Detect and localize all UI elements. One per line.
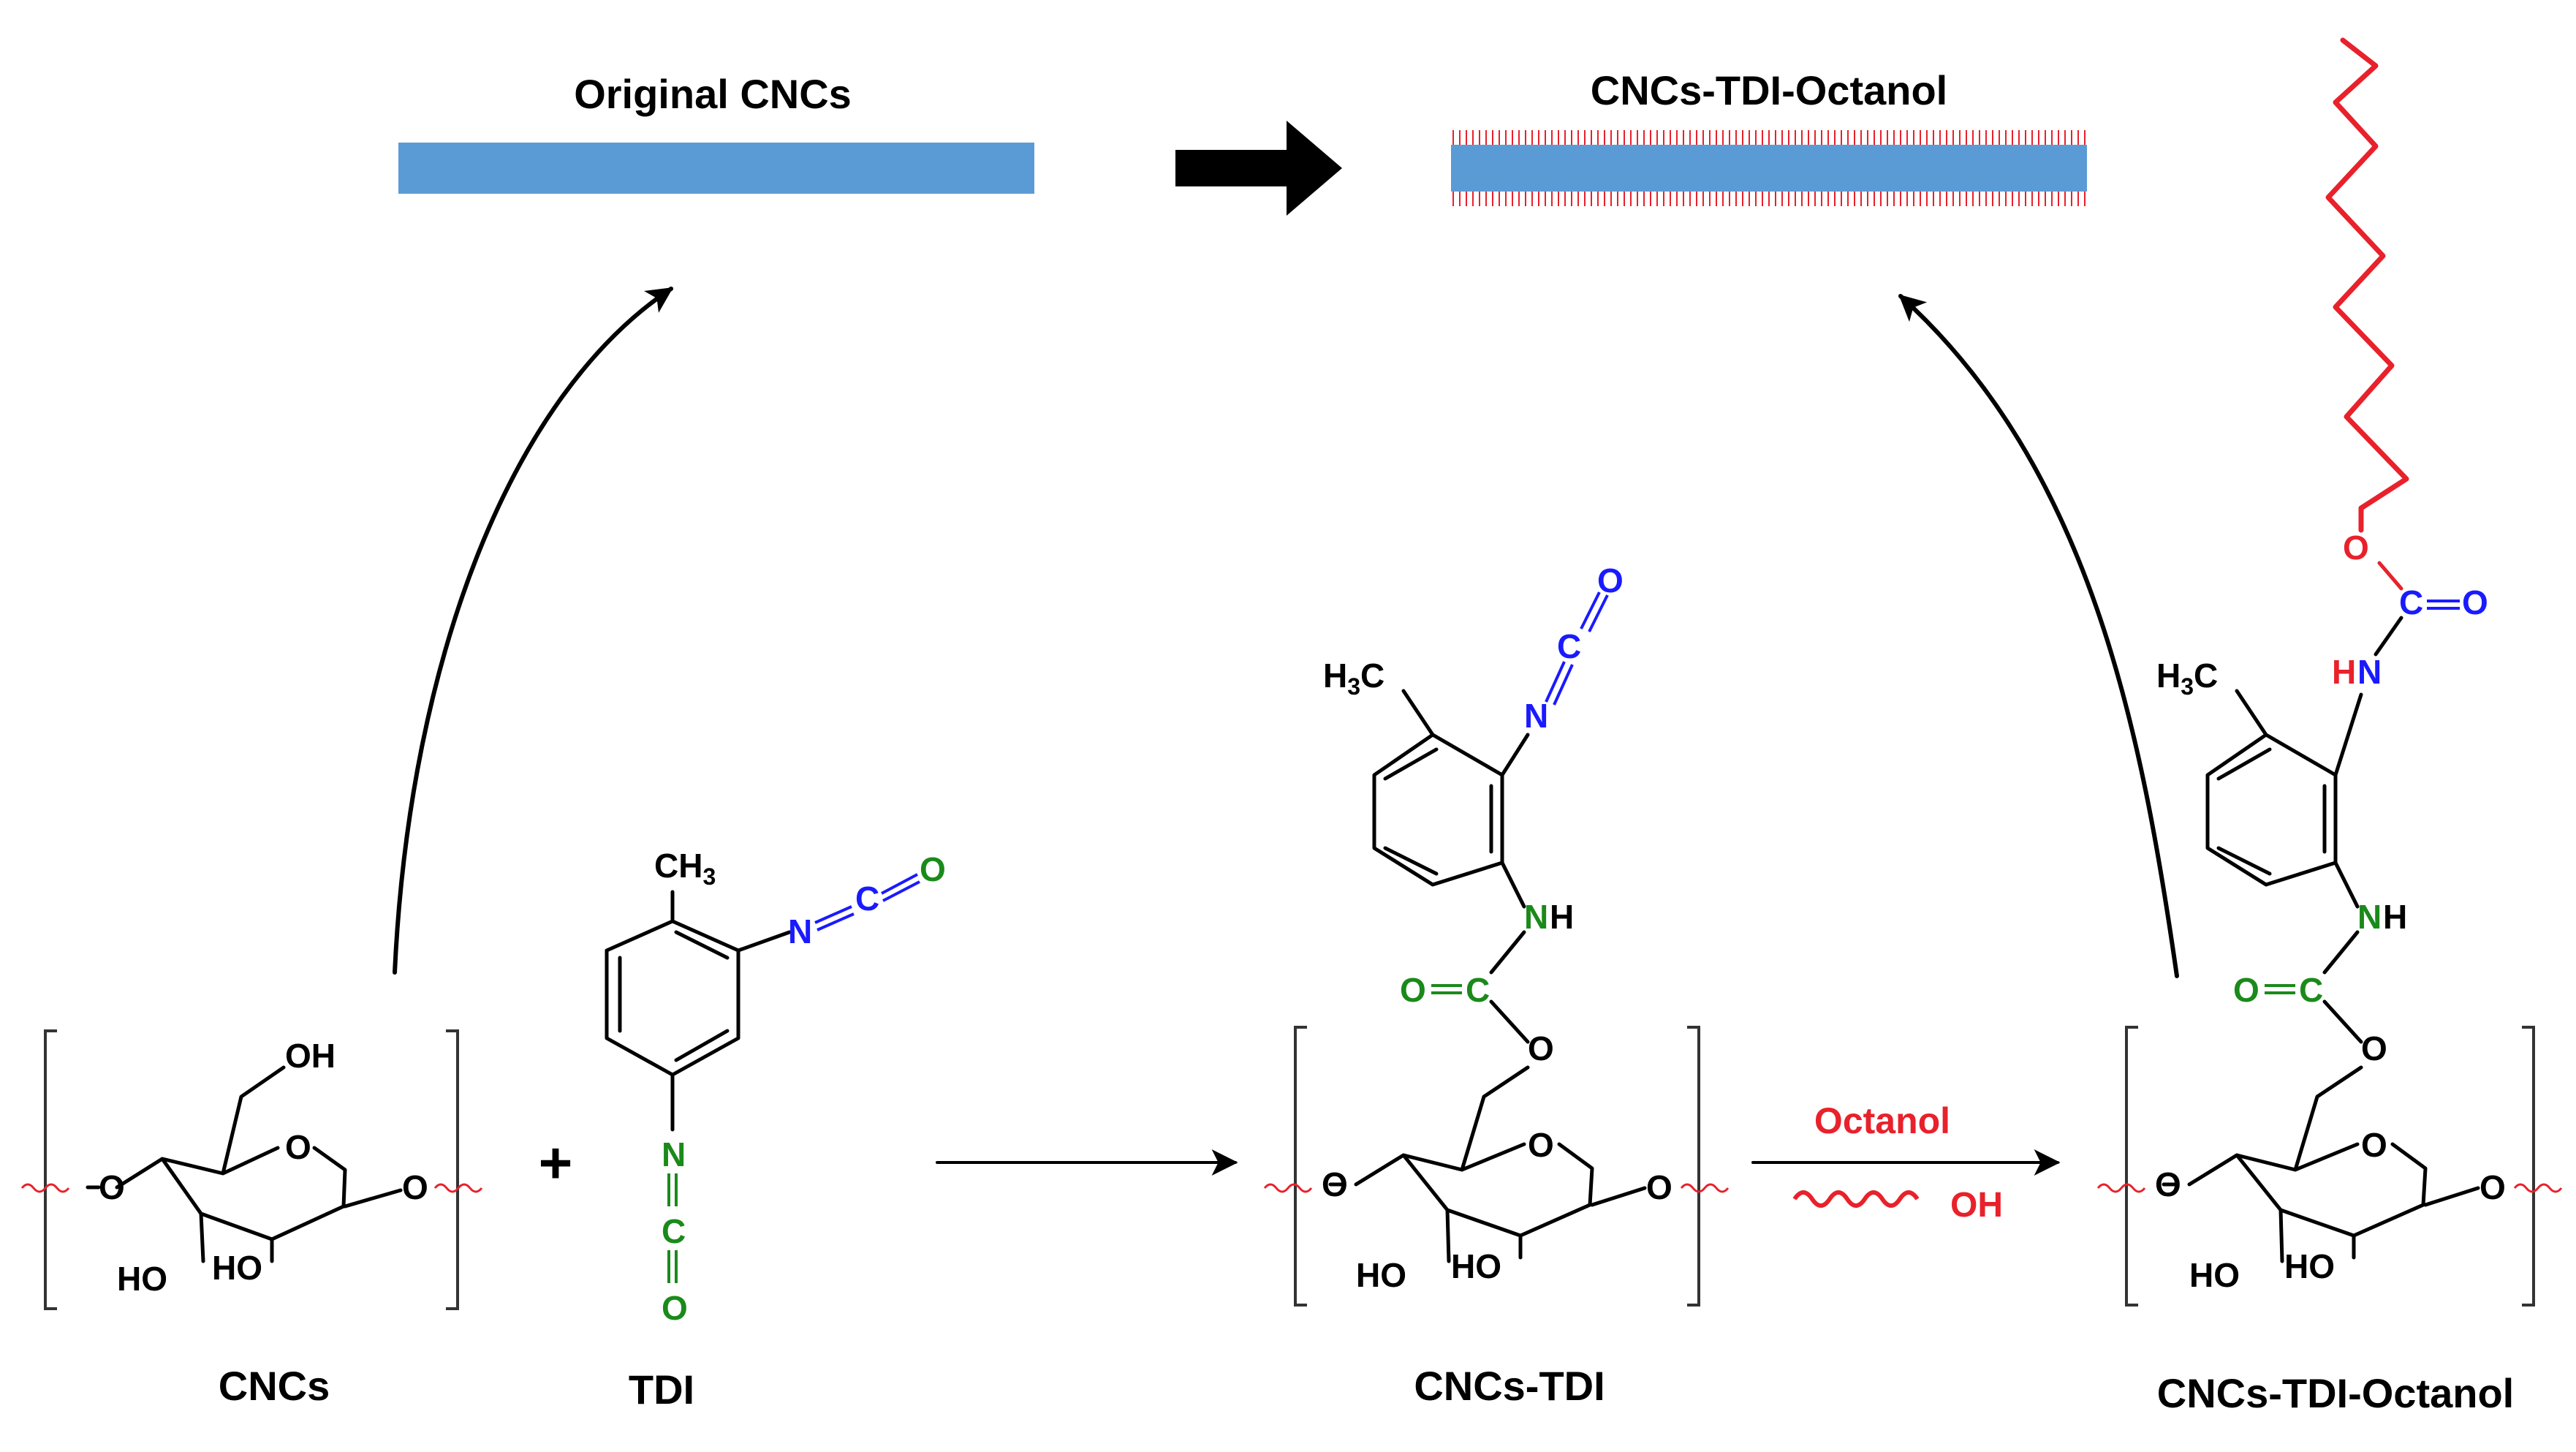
tdi-c-top: C xyxy=(855,880,879,918)
svg-text:HO: HO xyxy=(1356,1256,1406,1294)
octanol-label: Octanol xyxy=(1814,1100,1950,1141)
svg-text:O: O xyxy=(2233,971,2259,1009)
conversion-block-arrow xyxy=(1175,121,1342,216)
svg-text:O: O xyxy=(1322,1165,1348,1203)
tdi-molecule: CH3 N C O N C O xyxy=(605,847,946,1327)
svg-text:C: C xyxy=(2399,583,2423,621)
svg-text:N: N xyxy=(1524,697,1548,735)
cncs-tdi-molecule: O O O HO HO O C O N H H3C N C O xyxy=(1263,561,1730,1307)
label-cncs: CNCs xyxy=(219,1363,330,1409)
left-bracket xyxy=(44,1029,57,1310)
carbamate-h: H xyxy=(1550,898,1574,936)
octanol-oh: OH xyxy=(1950,1186,2003,1225)
svg-text:HO: HO xyxy=(1451,1247,1501,1285)
svg-text:H3C: H3C xyxy=(2156,657,2218,700)
modified-cnc-rod xyxy=(1451,145,2087,192)
octanol-chain-wavy xyxy=(1792,1190,1920,1208)
label-tdi: TDI xyxy=(629,1366,694,1413)
carbamate-o: O xyxy=(1400,971,1426,1009)
svg-text:O: O xyxy=(2361,1126,2387,1164)
tdi-o-bottom: O xyxy=(662,1289,688,1327)
svg-text:O: O xyxy=(1528,1126,1554,1164)
label-cncs-tdi: CNCs-TDI xyxy=(1414,1363,1605,1409)
atom-oh-c6: OH xyxy=(285,1037,336,1075)
atom-o-glycosidic-left: O xyxy=(99,1168,125,1206)
label-cncs-tdi-octanol: CNCs-TDI-Octanol xyxy=(2157,1370,2514,1416)
svg-text:O: O xyxy=(2155,1165,2181,1203)
carbamate-c: C xyxy=(1466,971,1490,1009)
original-cnc-rod xyxy=(398,143,1034,194)
carbamate-n: N xyxy=(1524,898,1548,936)
wavy-bond-right xyxy=(433,1183,483,1193)
tdi-ch3: CH3 xyxy=(654,847,716,890)
svg-text:O: O xyxy=(1646,1168,1672,1206)
atom-ho-c2: HO xyxy=(212,1249,262,1287)
svg-text:O: O xyxy=(2462,583,2488,621)
curved-arrow-to-modified xyxy=(1898,294,2179,978)
atom-o-ring: O xyxy=(285,1128,311,1166)
atom-ho-c3: HO xyxy=(117,1260,167,1298)
plus-sign: + xyxy=(539,1130,573,1195)
svg-text:C: C xyxy=(1557,627,1581,665)
svg-text:C: C xyxy=(2299,971,2323,1009)
atom-o-glycosidic-right: O xyxy=(402,1168,428,1206)
right-bracket xyxy=(446,1029,459,1310)
svg-text:H3C: H3C xyxy=(1323,657,1384,700)
svg-text:H: H xyxy=(2332,653,2356,691)
curved-arrow-to-original xyxy=(393,287,673,975)
svg-text:O: O xyxy=(2343,529,2369,567)
tdi-n-top: N xyxy=(788,912,812,950)
tdi-c-bottom: C xyxy=(662,1212,686,1250)
title-cncs-tdi-octanol: CNCs-TDI-Octanol xyxy=(1591,67,1947,113)
tdi-n-bottom: N xyxy=(662,1135,686,1173)
svg-text:O: O xyxy=(2361,1029,2387,1067)
ester-o: O xyxy=(1528,1029,1554,1067)
svg-text:HO: HO xyxy=(2189,1256,2240,1294)
svg-text:O: O xyxy=(1597,561,1624,600)
cncs-tdi-octanol-molecule: O O O HO HO O C O N H H3C H N C O O xyxy=(2096,37,2563,1307)
title-original-cncs: Original CNCs xyxy=(574,71,852,117)
octyl-chain xyxy=(2325,37,2409,533)
svg-text:HO: HO xyxy=(2284,1247,2335,1285)
svg-text:H: H xyxy=(2383,898,2407,936)
svg-text:O: O xyxy=(2480,1168,2506,1206)
wavy-bond-left xyxy=(20,1183,70,1193)
svg-text:N: N xyxy=(2357,653,2382,691)
svg-text:N: N xyxy=(2357,898,2382,936)
cncs-glucose-unit: O O O OH HO HO xyxy=(20,1029,483,1310)
tdi-o-top: O xyxy=(920,850,946,888)
